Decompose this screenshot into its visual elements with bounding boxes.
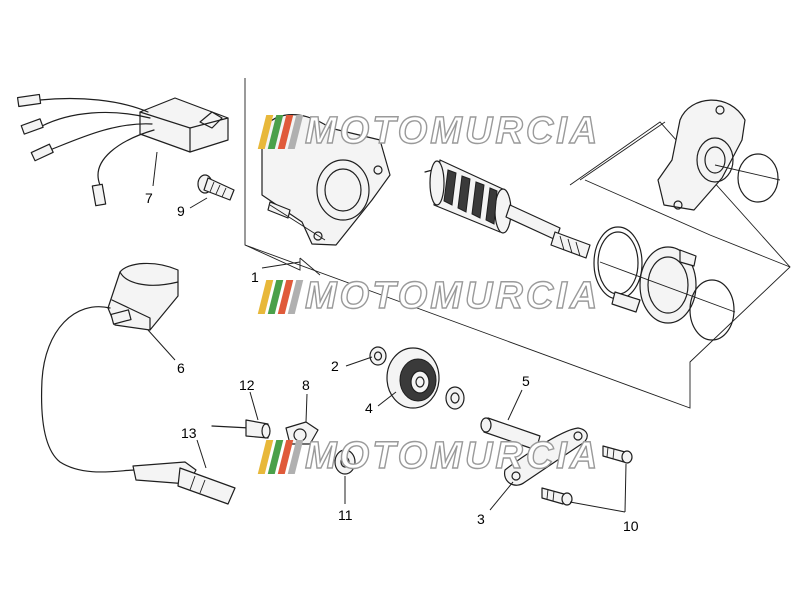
washer-small [369, 346, 387, 366]
armature [424, 159, 591, 259]
ignition-coil [41, 262, 179, 473]
bolt [197, 174, 235, 201]
callout-13: 13 [181, 425, 197, 441]
callout-3: 3 [477, 511, 485, 527]
callout-labels: 7 9 1 6 2 4 12 8 13 11 5 3 10 [145, 190, 639, 534]
callout-9: 9 [177, 203, 185, 219]
callout-10: 10 [623, 518, 639, 534]
washer-gear [445, 386, 465, 410]
starter-gear [386, 347, 440, 409]
callout-12: 12 [239, 377, 255, 393]
callout-8: 8 [302, 377, 310, 393]
starter-front-bracket [657, 99, 781, 211]
gear-shaft [480, 417, 541, 451]
callout-2: 2 [331, 358, 339, 374]
rubber-cap [211, 419, 271, 439]
callout-4: 4 [365, 400, 373, 416]
callout-1: 1 [251, 269, 259, 285]
leader-lines [147, 151, 627, 513]
callout-6: 6 [177, 360, 185, 376]
connector-nut [285, 421, 319, 445]
callout-5: 5 [522, 373, 530, 389]
starter-end-cover [261, 114, 391, 246]
bushing [334, 449, 356, 475]
callout-11: 11 [338, 507, 353, 523]
spark-plug-cap [132, 461, 236, 505]
cdi-unit [16, 93, 229, 207]
callout-7: 7 [145, 190, 153, 206]
o-rings-brush-holder [593, 226, 736, 341]
starter-assembly-frame [244, 78, 791, 409]
screws [541, 445, 633, 506]
